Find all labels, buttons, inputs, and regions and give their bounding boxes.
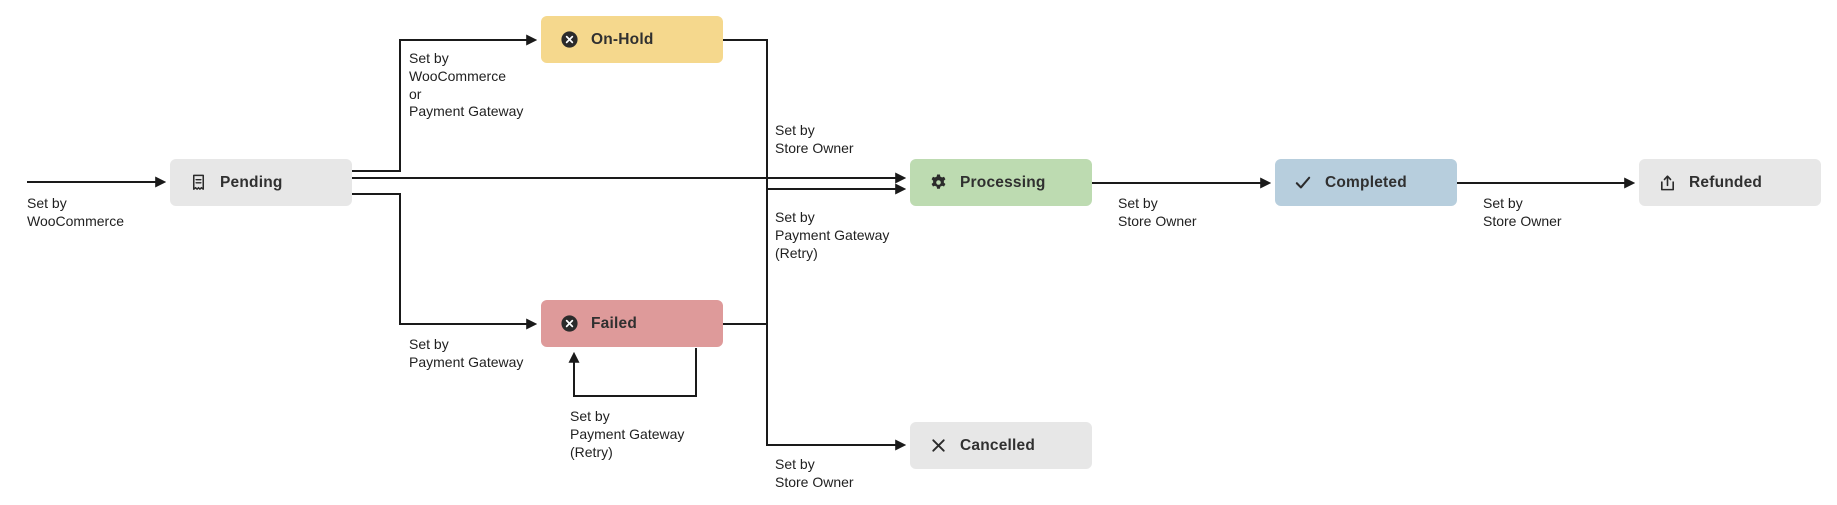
node-cancelled: Cancelled bbox=[910, 422, 1092, 469]
pending-receipt-icon bbox=[188, 173, 208, 193]
x-icon bbox=[928, 436, 948, 456]
label-completed-to-refunded: Set by Store Owner bbox=[1483, 195, 1562, 229]
node-cancelled-label: Cancelled bbox=[960, 436, 1036, 454]
x-circle-icon bbox=[559, 30, 579, 50]
label-on-hold-to-processing: Set by Store Owner bbox=[775, 122, 854, 156]
node-failed-label: Failed bbox=[591, 314, 637, 332]
gear-icon bbox=[928, 173, 948, 193]
label-failed-to-cancelled: Set by Store Owner bbox=[775, 456, 854, 490]
node-refunded-label: Refunded bbox=[1689, 173, 1763, 191]
label-start-to-pending: Set by WooCommerce bbox=[27, 195, 124, 229]
label-pending-to-failed: Set by Payment Gateway bbox=[409, 336, 524, 370]
label-processing-to-completed: Set by Store Owner bbox=[1118, 195, 1197, 229]
node-pending: Pending bbox=[170, 159, 352, 206]
node-processing-label: Processing bbox=[960, 173, 1046, 191]
label-failed-to-processing: Set by Payment Gateway (Retry) bbox=[775, 209, 890, 261]
checkmark-icon bbox=[1293, 173, 1313, 193]
node-failed: Failed bbox=[541, 300, 723, 347]
node-on-hold-label: On-Hold bbox=[591, 30, 654, 48]
node-completed-label: Completed bbox=[1325, 173, 1407, 191]
node-processing: Processing bbox=[910, 159, 1092, 206]
x-circle-icon bbox=[559, 314, 579, 334]
node-on-hold: On-Hold bbox=[541, 16, 723, 63]
node-refunded: Refunded bbox=[1639, 159, 1821, 206]
label-pending-to-on-hold: Set by WooCommerce or Payment Gateway bbox=[409, 50, 524, 120]
node-pending-label: Pending bbox=[220, 173, 283, 191]
node-completed: Completed bbox=[1275, 159, 1457, 206]
label-failed-retry-loop: Set by Payment Gateway (Retry) bbox=[570, 408, 685, 460]
edge-failed-retry-loop bbox=[568, 348, 697, 397]
refund-box-arrow-icon bbox=[1657, 173, 1677, 193]
edge-pending-to-failed bbox=[352, 193, 538, 330]
